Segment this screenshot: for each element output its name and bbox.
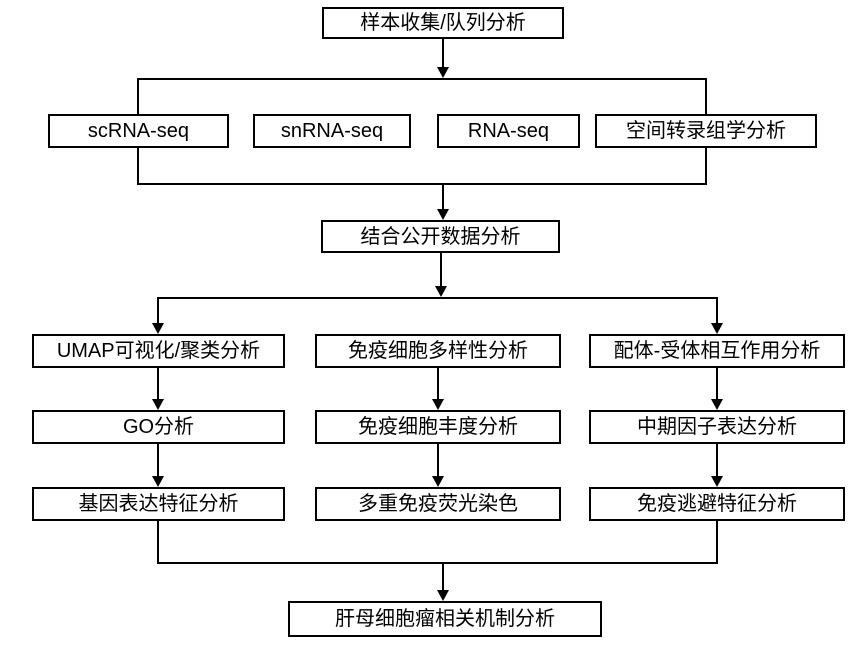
arrowhead-down-icon [437,67,449,78]
node-immune-evasion: 免疫逃避特征分析 [589,487,845,521]
arrowhead-down-icon [432,399,444,410]
node-scrna-seq: scRNA-seq [48,114,229,148]
connector-spine-to-mechanism [442,564,444,590]
arrowhead-down-icon [152,399,164,410]
arrowhead-down-icon [437,590,449,601]
connector-drop-col-left [157,299,159,323]
arrowhead-down-icon [437,209,449,220]
connector-drop-right [705,80,707,114]
node-ligand-receptor: 配体-受体相互作用分析 [589,334,845,368]
connector-up-bottom-left [157,521,159,562]
connector-up-bottom-right [716,521,718,562]
node-rna-seq: RNA-seq [437,114,580,148]
connector-up-right [705,148,707,183]
connector-drop-left [137,80,139,114]
connector-left-col-2 [157,444,159,476]
connector-right-col-1 [716,368,718,399]
node-multiplex-if: 多重免疫荧光染色 [315,487,561,521]
node-go-analysis: GO分析 [32,410,285,444]
connector-left-col-1 [157,368,159,399]
node-snrna-seq: snRNA-seq [253,114,411,148]
arrowhead-down-icon [435,286,447,297]
connector-drop-col-right [716,299,718,323]
connector-up-left [137,148,139,183]
arrowhead-down-icon [432,476,444,487]
node-umap-clustering: UMAP可视化/聚类分析 [32,334,285,368]
connector-rail-seq-bottom [137,183,707,185]
node-midkine-expression: 中期因子表达分析 [589,410,845,444]
connector-rail-top [137,78,707,80]
connector-spine-to-public-data [442,185,444,209]
connector-mid-col-1 [437,368,439,399]
node-immune-diversity: 免疫细胞多样性分析 [315,334,561,368]
arrowhead-down-icon [711,476,723,487]
node-spatial-transcriptomics: 空间转录组学分析 [595,114,817,148]
node-sample-collection: 样本收集/队列分析 [322,7,564,39]
node-gene-signature: 基因表达特征分析 [32,487,285,521]
node-mechanism: 肝母细胞瘤相关机制分析 [288,601,602,637]
arrowhead-down-icon [711,399,723,410]
connector-right-col-2 [716,444,718,476]
connector-spine-to-columns [440,253,442,286]
arrowhead-down-icon [711,323,723,334]
node-immune-abundance: 免疫细胞丰度分析 [315,410,561,444]
connector-top-spine [442,39,444,68]
connector-rail-columns-top [157,297,718,299]
connector-rail-bottom [157,562,718,564]
connector-mid-col-2 [437,444,439,476]
node-public-data: 结合公开数据分析 [321,220,560,253]
arrowhead-down-icon [152,476,164,487]
arrowhead-down-icon [152,323,164,334]
